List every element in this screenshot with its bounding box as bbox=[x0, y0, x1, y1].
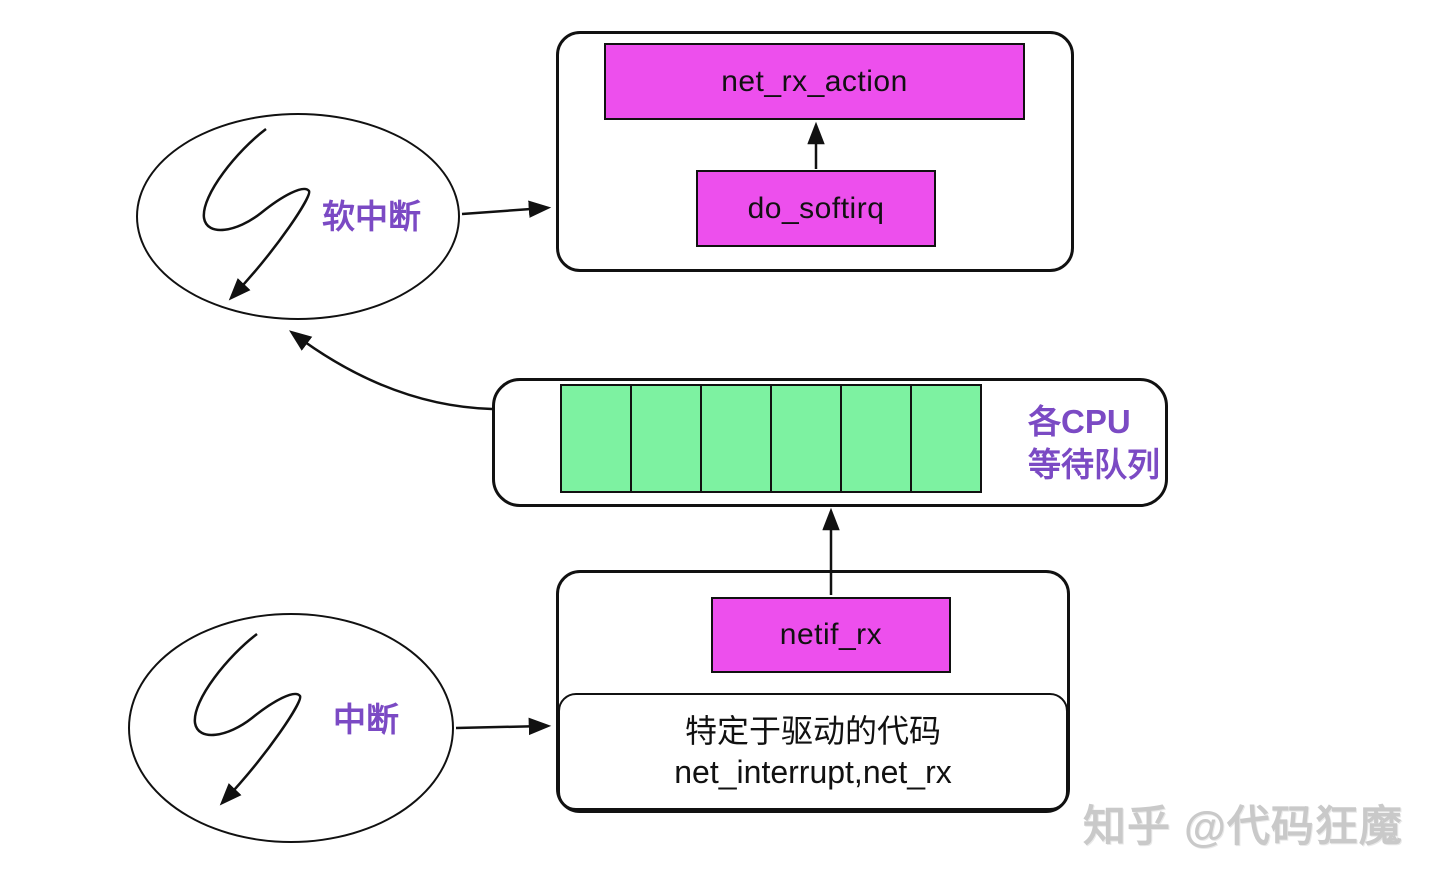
queue-cell bbox=[840, 384, 912, 493]
interrupt-label: 中断 bbox=[333, 701, 399, 738]
driver-code-line1: 特定于驱动的代码 bbox=[684, 712, 941, 749]
netif-rx-label: netif_rx bbox=[779, 618, 883, 651]
queue-cell bbox=[630, 384, 702, 493]
queue-cell bbox=[700, 384, 772, 493]
cpu-queue-label: 各CPU 等待队列 bbox=[1028, 400, 1160, 486]
cpu-queue-label-line1: 各CPU bbox=[1028, 403, 1131, 440]
arrow-interrupt-to-container bbox=[455, 717, 552, 736]
driver-code-box: 特定于驱动的代码 net_interrupt,net_rx bbox=[558, 693, 1068, 810]
queue-cell bbox=[770, 384, 842, 493]
interrupt-ellipse bbox=[128, 613, 454, 843]
netif-rx-box: netif_rx bbox=[711, 597, 951, 673]
net-rx-action-label: net_rx_action bbox=[721, 64, 908, 98]
cpu-queue-cells bbox=[560, 384, 982, 493]
do-softirq-label: do_softirq bbox=[747, 191, 885, 225]
do-softirq-box: do_softirq bbox=[696, 170, 936, 247]
driver-code-line2: net_interrupt,net_rx bbox=[674, 753, 952, 790]
cpu-queue-label-line2: 等待队列 bbox=[1028, 446, 1160, 483]
net-rx-action-box: net_rx_action bbox=[604, 43, 1025, 120]
queue-cell bbox=[560, 384, 632, 493]
arrow-softirq-to-container bbox=[461, 200, 552, 218]
watermark-text: 知乎 @代码狂魔 bbox=[1083, 803, 1403, 851]
soft-interrupt-label: 软中断 bbox=[322, 198, 421, 235]
arrow-queue-to-softirq-ellipse bbox=[288, 330, 493, 411]
queue-cell bbox=[910, 384, 982, 493]
